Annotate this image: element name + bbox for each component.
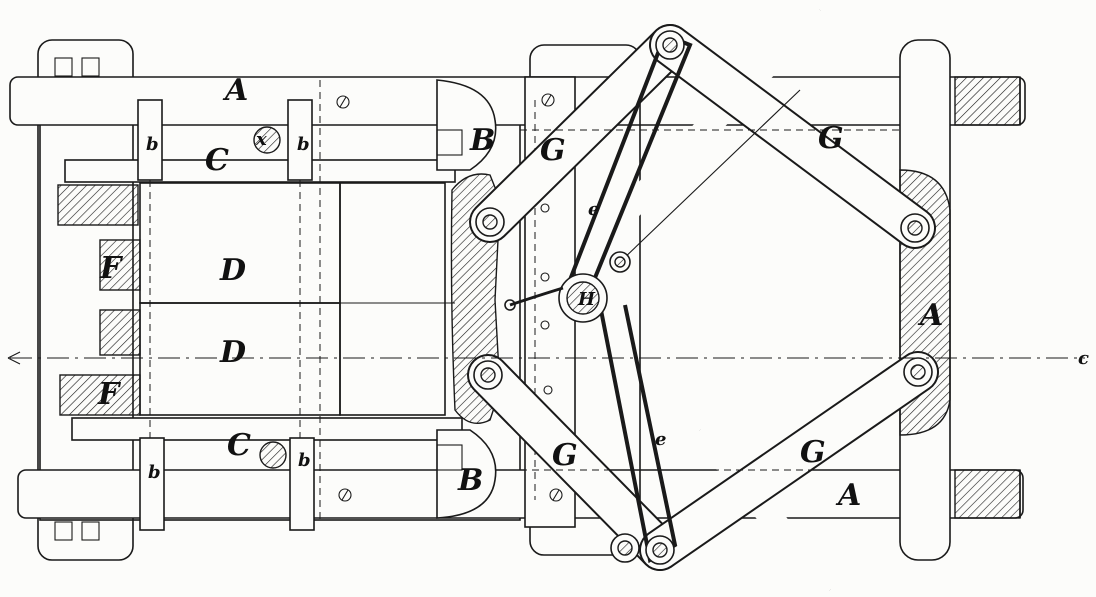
top-slot-1 <box>54 57 73 77</box>
label-c-right: c <box>1078 348 1089 369</box>
label-G-upper-left: G <box>540 133 566 168</box>
label-e-top: e <box>588 199 599 220</box>
label-A-right: A <box>917 298 943 333</box>
label-D-bottom: D <box>219 335 246 370</box>
top-bar-C <box>64 159 456 183</box>
bottom-bar-C <box>71 417 463 441</box>
pins-x <box>253 126 287 469</box>
lever-G-lower-right <box>639 351 939 571</box>
label-e-bottom: e <box>655 429 666 450</box>
label-D-top: D <box>219 253 246 288</box>
blocks-F <box>57 184 141 416</box>
label-A-top: A <box>222 73 248 108</box>
pin-x-top <box>253 126 281 154</box>
top-rail-section <box>954 76 1021 126</box>
lever-G-upper-right <box>649 24 936 249</box>
label-F-bottom: F <box>97 377 122 412</box>
block-F-3 <box>99 309 141 356</box>
label-b-4: b <box>298 450 311 471</box>
label-A-bottom: A <box>835 478 861 513</box>
left-end-plate <box>37 39 134 561</box>
strap-b-4 <box>289 437 315 531</box>
bottom-slot-2 <box>81 521 100 541</box>
yokes-B <box>436 79 497 519</box>
labels: A A A B B C C D D F F G G G G H b b b b … <box>97 73 1089 513</box>
screws <box>336 93 563 502</box>
toggle-levers-G <box>467 24 939 571</box>
label-H: H <box>577 289 596 310</box>
label-b-2: b <box>297 134 310 155</box>
label-B-top: B <box>469 123 495 158</box>
block-F-1 <box>57 184 139 226</box>
label-x-top: x <box>255 129 267 150</box>
bottom-rail-section <box>954 469 1021 519</box>
strap-b-2 <box>287 99 313 181</box>
label-b-1: b <box>146 134 159 155</box>
block-F-2 <box>99 239 141 291</box>
strap-b-3 <box>139 437 165 531</box>
lever-G-lower-left <box>467 354 681 571</box>
straps-b <box>137 99 315 531</box>
label-B-bottom: B <box>457 463 483 498</box>
pivot-pins <box>473 30 933 565</box>
guide-lines <box>319 80 900 520</box>
label-G-lower-right: G <box>800 435 826 470</box>
bottom-rail <box>17 469 1024 519</box>
yoke-B-top <box>436 79 497 171</box>
label-G-upper-right: G <box>818 121 844 156</box>
label-C-top: C <box>205 143 229 178</box>
label-b-3: b <box>148 462 161 483</box>
hub-H <box>504 273 608 323</box>
die-extension <box>339 182 446 416</box>
bottom-slot-1 <box>54 521 73 541</box>
label-C-bottom: C <box>227 428 251 463</box>
pin-x-bottom <box>259 441 287 469</box>
lever-G-upper-left <box>469 24 691 243</box>
block-F-4 <box>59 374 141 416</box>
top-slot-2 <box>81 57 100 77</box>
dies-D <box>139 182 455 416</box>
label-F-top: F <box>99 251 124 286</box>
label-G-lower-left: G <box>552 438 578 473</box>
yoke-B-bottom <box>436 429 497 519</box>
